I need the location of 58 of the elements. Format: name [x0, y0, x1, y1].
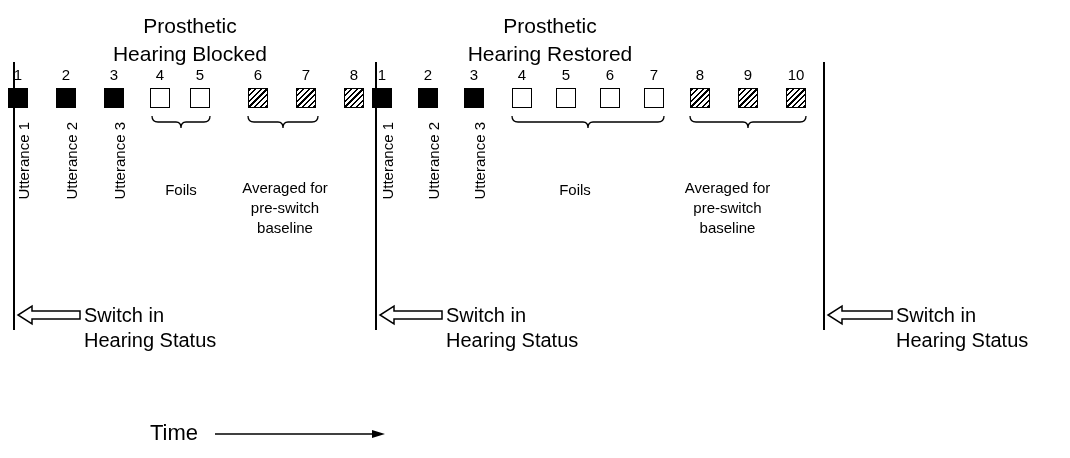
boundary-line: [375, 62, 377, 330]
filled-square: [464, 88, 484, 108]
switch-label: Switch in Hearing Status: [84, 303, 224, 353]
trial-number: 5: [194, 66, 206, 83]
boundary-line: [823, 62, 825, 330]
hatched-square: [738, 88, 758, 108]
hollow-arrow: [826, 304, 893, 326]
utterance-label: Utterance 2: [63, 122, 80, 200]
heading: Prosthetic Hearing Restored: [466, 13, 634, 67]
open-square: [150, 88, 170, 108]
trial-number: 10: [786, 66, 806, 83]
trial-number: 4: [516, 66, 528, 83]
trial-number: 9: [742, 66, 754, 83]
trial-number: 1: [12, 66, 24, 83]
bracket-label: Foils: [558, 180, 592, 200]
trial-number: 6: [252, 66, 264, 83]
filled-square: [104, 88, 124, 108]
utterance-label: Utterance 3: [471, 122, 488, 200]
filled-square: [8, 88, 28, 108]
hatched-square: [248, 88, 268, 108]
trial-number: 7: [648, 66, 660, 83]
utterance-label: Utterance 1: [379, 122, 396, 200]
hatched-square: [690, 88, 710, 108]
trial-number: 1: [376, 66, 388, 83]
hatched-square: [296, 88, 316, 108]
switch-label: Switch in Hearing Status: [446, 303, 586, 353]
trial-number: 2: [60, 66, 72, 83]
utterance-label: Utterance 3: [111, 122, 128, 200]
trial-number: 5: [560, 66, 572, 83]
open-square: [190, 88, 210, 108]
axis-label: Time: [150, 420, 199, 446]
utterance-label: Utterance 2: [425, 122, 442, 200]
hatched-square: [786, 88, 806, 108]
heading: Prosthetic Hearing Blocked: [111, 13, 269, 67]
bracket-label: Averaged for pre-switch baseline: [683, 178, 772, 238]
filled-square: [418, 88, 438, 108]
hollow-arrow: [16, 304, 81, 326]
trial-number: 8: [694, 66, 706, 83]
trial-number: 8: [348, 66, 360, 83]
filled-square: [372, 88, 392, 108]
trial-number: 3: [468, 66, 480, 83]
open-square: [600, 88, 620, 108]
utterance-label: Utterance 1: [15, 122, 32, 200]
filled-square: [56, 88, 76, 108]
trial-number: 6: [604, 66, 616, 83]
switch-label: Switch in Hearing Status: [896, 303, 1036, 353]
open-square: [644, 88, 664, 108]
trial-number: 4: [154, 66, 166, 83]
trial-number: 3: [108, 66, 120, 83]
hollow-arrow: [378, 304, 443, 326]
boundary-line: [13, 62, 15, 330]
open-square: [556, 88, 576, 108]
bracket-label: Averaged for pre-switch baseline: [241, 178, 329, 238]
hatched-square: [344, 88, 364, 108]
trial-number: 7: [300, 66, 312, 83]
open-square: [512, 88, 532, 108]
bracket-label: Foils: [164, 180, 198, 200]
trial-number: 2: [422, 66, 434, 83]
